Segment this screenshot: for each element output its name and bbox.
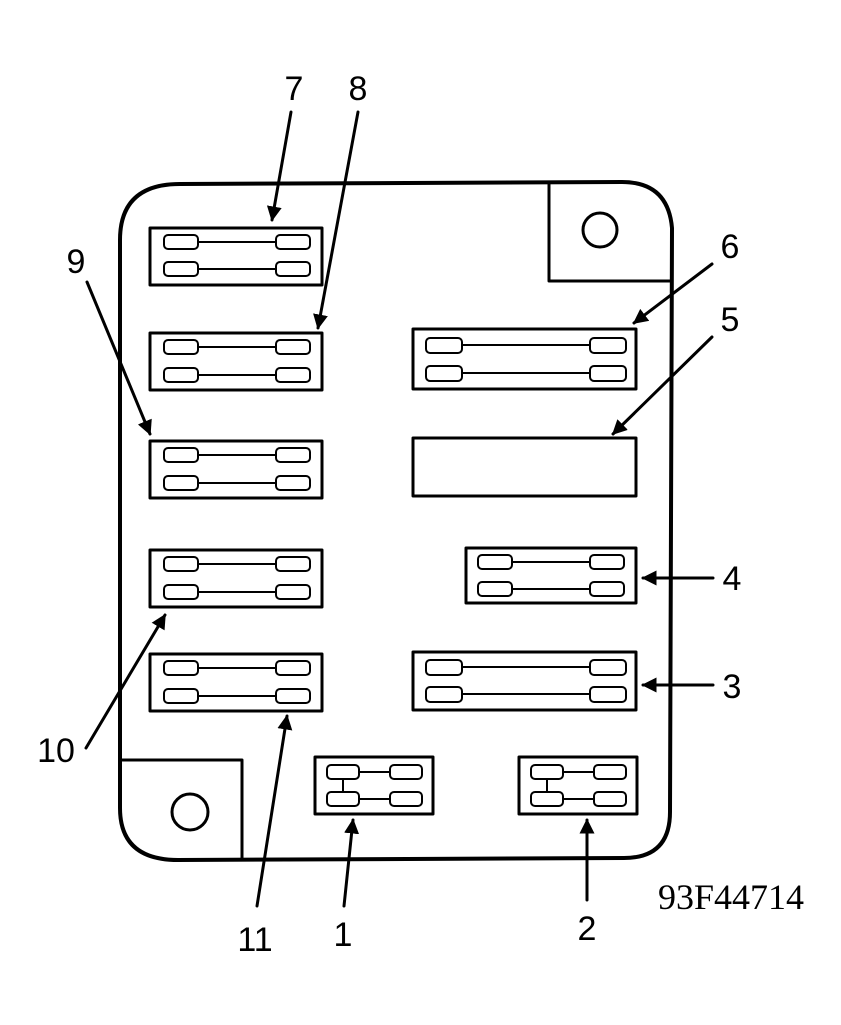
fuse-11 — [148, 652, 324, 713]
callout-2: 2 — [578, 910, 597, 948]
fuse-5-empty-slot — [411, 436, 638, 498]
fuse-2 — [517, 755, 639, 816]
callout-4: 4 — [723, 560, 742, 598]
mounting-hole-top-right — [581, 211, 619, 249]
fuse-3 — [411, 650, 638, 712]
figure-id: 93F44714 — [658, 877, 804, 917]
callout-11: 11 — [237, 921, 272, 959]
callout-8: 8 — [349, 70, 368, 108]
leader-1 — [342, 818, 360, 908]
mounting-tab-bottom-left — [118, 758, 244, 862]
mounting-hole-bottom-left — [170, 792, 210, 832]
callout-6: 6 — [721, 228, 740, 266]
leader-8 — [313, 110, 360, 330]
callout-5: 5 — [721, 301, 740, 339]
leader-9 — [85, 280, 152, 436]
fuse-4 — [464, 546, 638, 605]
fuse-8 — [148, 331, 324, 392]
leader-11 — [255, 714, 293, 908]
callout-1: 1 — [334, 916, 353, 954]
mounting-tab-top-right — [547, 182, 674, 283]
leader-10 — [84, 613, 167, 750]
fuse-7 — [148, 226, 324, 287]
leader-5 — [611, 335, 714, 436]
fuse-10 — [148, 548, 324, 609]
fuse-9 — [148, 439, 324, 500]
fuse-1 — [313, 755, 435, 816]
leader-7 — [266, 110, 293, 222]
callout-7: 7 — [285, 70, 304, 108]
fuse-block-housing — [118, 180, 674, 862]
leader-6 — [632, 262, 714, 325]
fuse-6 — [411, 327, 638, 391]
callout-9: 9 — [67, 243, 86, 281]
callout-3: 3 — [723, 668, 742, 706]
callout-10: 10 — [37, 732, 75, 770]
